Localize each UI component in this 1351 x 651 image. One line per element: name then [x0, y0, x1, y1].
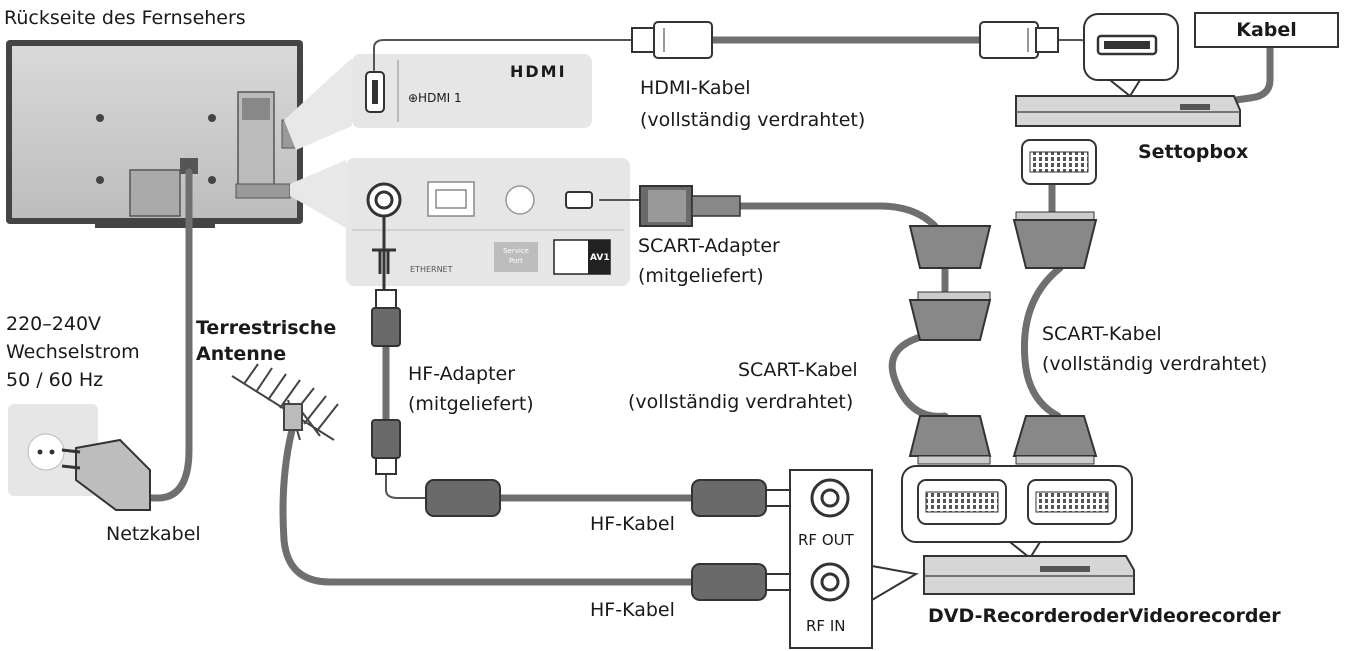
- hdmi-logo: HDMI: [510, 62, 567, 81]
- zoom-hdmi-area: [284, 58, 352, 150]
- cable-source-box: Kabel: [1194, 12, 1339, 48]
- rf-adapter-note: (mitgeliefert): [408, 393, 534, 415]
- settopbox-hdmi-callout: [1083, 13, 1179, 98]
- wall-socket: [8, 404, 151, 511]
- scart-adapter-plug: [639, 185, 741, 227]
- rf-cable-top-label: HF-Kabel: [590, 513, 675, 535]
- settopbox-label: Settopbox: [1138, 141, 1249, 163]
- recorder-label: DVD-RecorderoderVideorecorder: [928, 605, 1281, 627]
- hdmi-port-label: ⊕HDMI 1: [408, 91, 462, 105]
- scart-plug-right-top: [1012, 211, 1098, 269]
- tv-back: [6, 40, 303, 228]
- terminal-panel: [346, 158, 630, 286]
- recorder-scart-callout: [901, 465, 1133, 560]
- hdmi-panel: [352, 54, 592, 128]
- av1-label: AV1: [590, 253, 610, 263]
- hdmi-cable-label: HDMI-Kabel: [640, 77, 751, 99]
- antenna: [231, 363, 339, 441]
- scart-plug-right-bottom: [1012, 415, 1098, 465]
- scart-plug-left-mid: [908, 291, 992, 341]
- hdmi-plug-right: [979, 21, 1059, 59]
- rf-adapter-plugs: [371, 289, 401, 475]
- hf-cable-plugs: [425, 479, 791, 601]
- power-type-label: Wechselstrom: [6, 341, 140, 363]
- rf-cable-bottom-label: HF-Kabel: [590, 599, 675, 621]
- scart-cable-right-label: SCART-Kabel: [1042, 323, 1162, 345]
- hdmi-cable-note: (vollständig verdrahtet): [640, 109, 866, 131]
- rf-out-label: RF OUT: [798, 531, 854, 549]
- rf-in-label: RF IN: [806, 617, 846, 635]
- scart-cable-right-note: (vollständig verdrahtet): [1042, 353, 1268, 375]
- recorder-device: [923, 555, 1135, 595]
- power-freq-label: 50 / 60 Hz: [6, 369, 104, 391]
- cables: [132, 36, 1274, 586]
- rf-callout: [789, 469, 919, 649]
- scart-cable-left-note: (vollständig verdrahtet): [628, 391, 854, 413]
- settopbox-device: [1015, 95, 1241, 127]
- scart-adapter-label: SCART-Adapter: [638, 235, 780, 257]
- tv-back-label: Rückseite des Fernsehers: [4, 7, 246, 29]
- scart-adapter-note: (mitgeliefert): [638, 265, 764, 287]
- scart-plug-left-top: [908, 225, 992, 269]
- scart-cable-left-label: SCART-Kabel: [738, 359, 858, 381]
- ethernet-label: ETHERNET: [410, 265, 453, 274]
- zoom-panel-area: [290, 160, 346, 228]
- antenna-label-line1: Terrestrische: [196, 317, 337, 339]
- antenna-label-line2: Antenne: [196, 343, 287, 365]
- power-cable-label: Netzkabel: [106, 523, 201, 545]
- power-voltage-label: 220–240V: [6, 313, 102, 335]
- hdmi-plug-left: [631, 21, 713, 59]
- rf-adapter-label: HF-Adapter: [408, 363, 516, 385]
- service-port-label: Service Port: [503, 247, 529, 265]
- settopbox-scart-socket: [1021, 139, 1097, 185]
- scart-plug-left-bottom: [908, 415, 992, 465]
